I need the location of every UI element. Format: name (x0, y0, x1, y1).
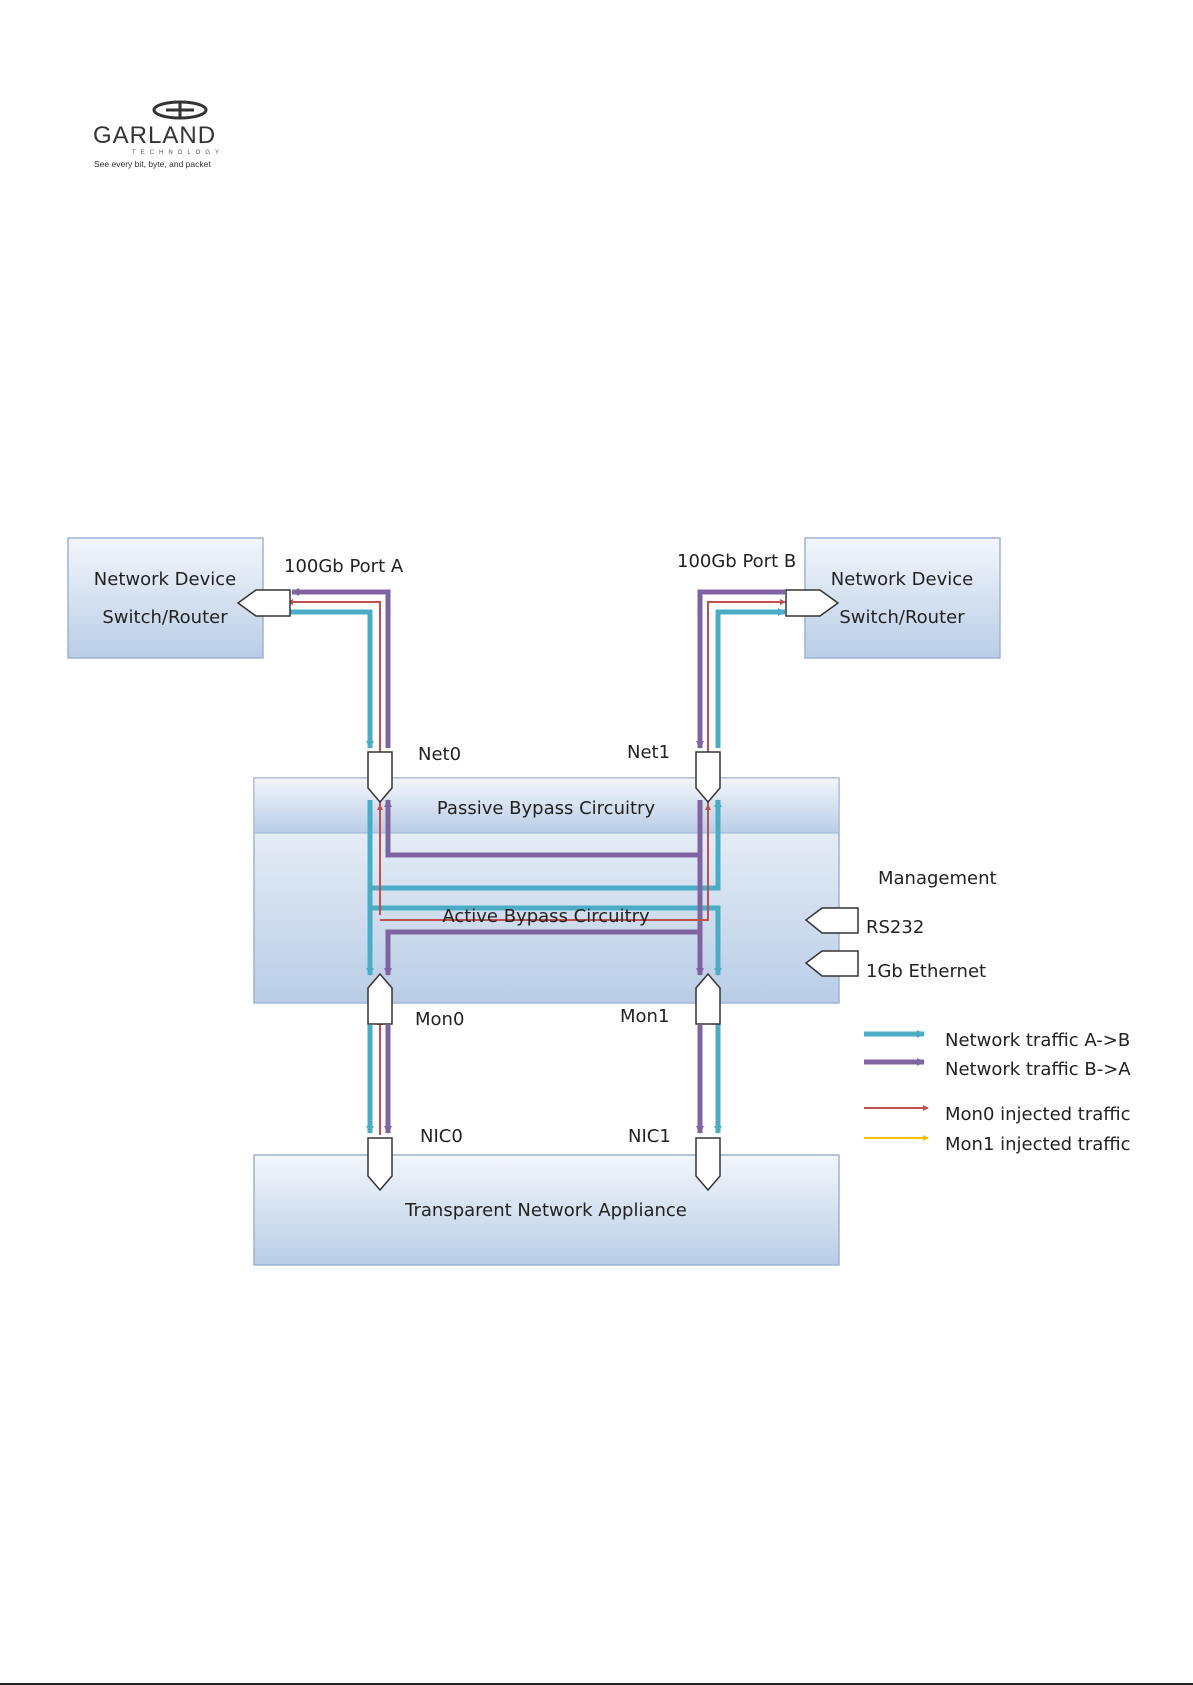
nic0-label: NIC0 (420, 1126, 463, 1147)
teal-passive-bypass-loop (370, 799, 722, 891)
garland-logo: GARLAND TECHNOLOGY See every bit, byte, … (90, 100, 270, 180)
right-network-device: Network Device Switch/Router (804, 537, 1001, 659)
right-device-label-line2: Switch/Router (839, 607, 965, 628)
teal-a-to-b-port-to-net0 (285, 609, 374, 749)
active-bypass-label: Active Bypass Circuitry (442, 906, 650, 927)
net0-label: Net0 (418, 744, 461, 765)
mon1-connector (695, 972, 721, 1025)
red-mon0-injected-to-port-a (287, 599, 381, 805)
left-device-label-line1: Network Device (94, 569, 236, 590)
garland-logo-mark-icon (152, 100, 208, 120)
legend-label-b-to-a: Network traffic B->A (945, 1059, 1131, 1080)
nic0-connector (367, 1137, 393, 1192)
port-b-connector (785, 589, 840, 617)
logo-tagline: See every bit, byte, and packet (94, 159, 211, 169)
legend-label-mon1: Mon1 injected traffic (945, 1134, 1131, 1155)
port-b-label: 100Gb Port B (677, 551, 796, 572)
nic1-label: NIC1 (628, 1126, 671, 1147)
nic1-connector (695, 1137, 721, 1192)
left-device-label-line2: Switch/Router (102, 607, 228, 628)
purple-passive-bypass-loop (384, 799, 700, 858)
ethernet-connector (804, 950, 859, 977)
appliance-block: Transparent Network Appliance (253, 1154, 840, 1266)
passive-bypass-label: Passive Bypass Circuitry (437, 798, 656, 819)
purple-active-bypass-loop (384, 929, 700, 976)
purple-b-to-a-port-to-net1 (696, 589, 785, 749)
legend-label-a-to-b: Network traffic A->B (945, 1030, 1130, 1051)
legend: Network traffic A->B Network traffic B->… (864, 1030, 1131, 1155)
rs232-label: RS232 (866, 917, 924, 938)
logo-subtitle: TECHNOLOGY (132, 150, 225, 156)
traffic-lines (285, 588, 786, 1135)
left-network-device: Network Device Switch/Router (67, 537, 264, 659)
purple-net0-to-port-a (291, 588, 391, 748)
appliance-label: Transparent Network Appliance (404, 1200, 687, 1221)
right-device-label-line1: Network Device (831, 569, 973, 590)
mon0-connector (367, 972, 393, 1025)
logo-name: GARLAND (93, 122, 217, 149)
ethernet-label: 1Gb Ethernet (866, 961, 986, 982)
net1-label: Net1 (627, 742, 670, 763)
mon0-label: Mon0 (415, 1009, 464, 1030)
teal-net1-to-port-b (715, 608, 786, 748)
management-title: Management (878, 868, 997, 889)
legend-label-mon0: Mon0 injected traffic (945, 1104, 1131, 1125)
net1-connector (695, 751, 721, 804)
port-a-label: 100Gb Port A (284, 556, 404, 577)
teal-active-bypass-loop (370, 905, 722, 976)
net0-connector (367, 751, 393, 804)
rs232-connector (804, 907, 859, 934)
mon1-label: Mon1 (620, 1006, 669, 1027)
page-bottom-rule (0, 1683, 1193, 1685)
port-a-connector (236, 589, 291, 617)
